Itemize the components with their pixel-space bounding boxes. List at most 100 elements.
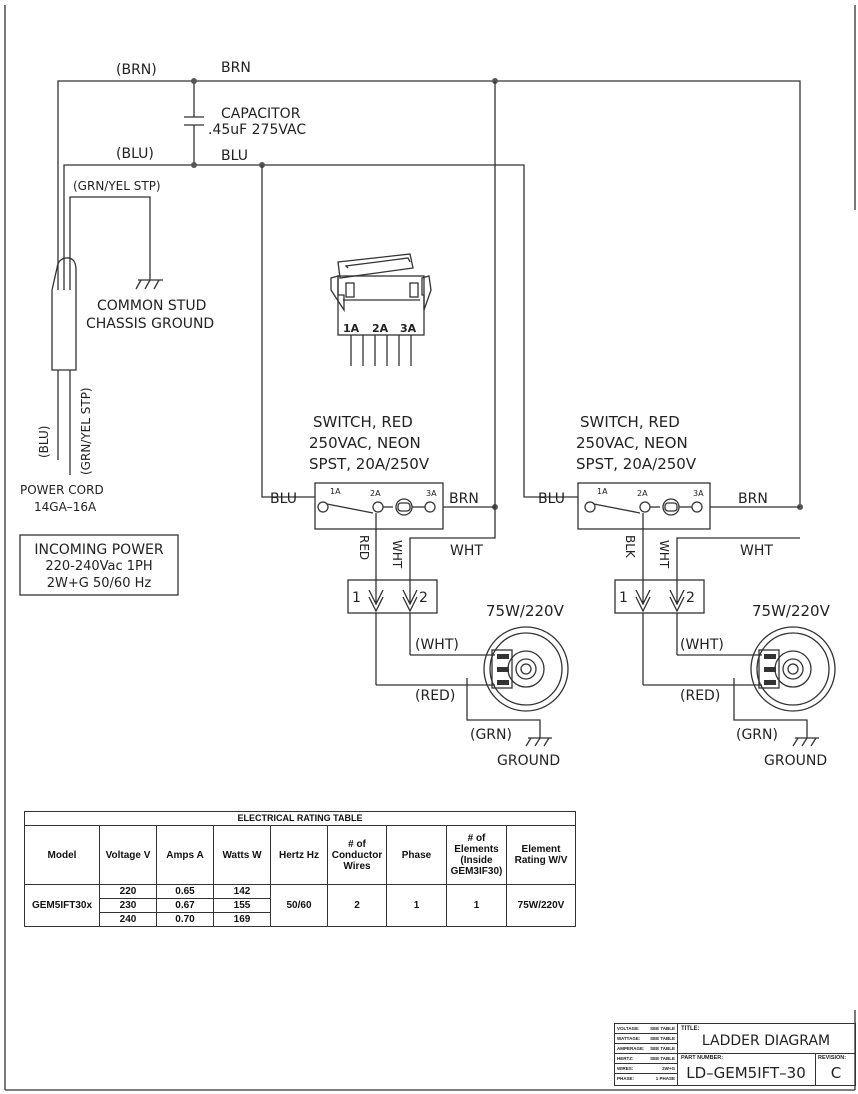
spec-row: PHASE: 1 PHASE [615,1074,677,1084]
title-block-specs: VOLTAGE: SEE TABLE WATTAGE: SEE TABLE AMPE… [615,1024,678,1085]
switch-1-line3: SPST, 20A/250V [309,455,430,473]
spec-value: 2W+G [662,1066,675,1072]
element-1-rating: 75W/220V [486,602,565,620]
rating-amps: 0.65 [156,884,214,899]
switch-1-line1: SWITCH, RED [313,413,413,431]
switch-1-in-label: BLU [270,491,297,507]
switch-1-wht-label: WHT [390,540,404,569]
chassis-ground-line2: CHASSIS GROUND [86,316,214,332]
branch-2-wiring [642,506,800,580]
rating-conductor-wires: 2 [327,884,387,927]
junction-dot [191,78,197,84]
spec-label: HERTZ: [617,1056,634,1062]
spec-label: PHASE: [617,1076,635,1082]
grn-yel-ground-wire [69,196,151,290]
rating-hertz: 50/60 [270,884,328,927]
spec-row: WATTAGE: SEE TABLE [615,1034,677,1045]
element-1-wht-label: (WHT) [415,637,459,653]
rating-table-title: ELECTRICAL RATING TABLE [24,811,576,826]
element-ground-symbol [792,737,819,747]
incoming-power-line1: INCOMING POWER [34,542,164,558]
switch-2-pin-2a: 2A [637,489,648,498]
element-2-rating: 75W/220V [752,602,831,620]
spec-label: AMPERAGE: [617,1046,645,1052]
rating-header-element-rating: Element Rating W/V [506,825,576,885]
revision-caption: REVISION: [818,1055,847,1061]
power-cord-line2: 14GA–16A [34,500,97,514]
connector-2 [614,579,808,738]
spec-row: AMPERAGE:SEE TABLE [615,1044,677,1055]
connector-1 [347,579,541,738]
spec-label: WIRES: [617,1066,634,1072]
incoming-power-line3: 2W+G 50/60 Hz [47,576,152,591]
spec-value: SEE TABLE [650,1036,675,1042]
rating-header-model: Model [24,825,100,885]
capacitor-rating: .45uF 275VAC [208,122,306,138]
spec-row: HERTZ: SEE TABLE [615,1054,677,1065]
heating-element-2 [750,626,836,712]
switch-1 [314,482,444,530]
chassis-ground-line1: COMMON STUD [97,298,206,314]
spec-value: 1 PHASE [655,1076,675,1082]
spec-row: WIRES: 2W+G [615,1064,677,1075]
switch-1-down-label: RED [357,535,371,560]
element-2-red-label: (RED) [680,688,720,704]
connector-2-pin2: 2 [686,590,695,606]
element-1-red-label: (RED) [415,688,455,704]
switch-diagram-pin-3a: 3A [400,322,417,335]
connector-1-pin2: 2 [419,590,428,606]
brn-paren-label: (BRN) [116,62,157,78]
rating-watts: 169 [213,912,271,927]
chassis-ground-symbol [135,279,163,290]
spec-value: SEE TABLE [650,1056,675,1062]
rating-voltage: 240 [99,912,157,927]
switch-2-pin-1a: 1A [597,487,608,496]
switch-1-pin-3a: 3A [426,489,437,498]
capacitor-symbol [184,81,204,165]
revision-box: REVISION: C [815,1053,856,1085]
switch-1-wht-right-label: WHT [450,543,483,559]
rating-watts: 155 [213,898,271,913]
connector-1-pin1: 1 [352,590,361,606]
rating-header-voltage: Voltage V [99,825,157,885]
cord-grn-yel-label: (GRN/YEL STP) [79,387,93,475]
incoming-power-box [19,534,179,596]
rating-amps: 0.67 [156,898,214,913]
element-2-ground-label: GROUND [764,753,827,769]
capacitor-label: CAPACITOR [221,106,301,122]
switch-2-out-label: BRN [738,491,768,507]
revision: C [830,1064,842,1082]
element-ground-symbol [525,737,552,747]
switch-2-wht-right-label: WHT [740,543,773,559]
drawing-title: LADDER DIAGRAM [701,1033,831,1049]
cord-blu-label: (BLU) [37,426,51,458]
switch-2-line2: 250VAC, NEON [576,434,688,452]
electrical-rating-table: ELECTRICAL RATING TABLE Model Voltage V … [24,811,576,927]
switch-1-line2: 250VAC, NEON [309,434,421,452]
switch-2-pin-3a: 3A [693,489,704,498]
rating-voltage: 230 [99,898,157,913]
table-row: 230 0.67 155 [25,898,576,913]
power-cord-sheath [51,257,77,475]
switch-diagram [330,253,432,366]
element-1-ground-label: GROUND [497,753,560,769]
spec-value: SEE TABLE [650,1026,675,1031]
heating-element-1 [483,626,569,712]
junction-dot [191,162,197,168]
spec-label: WATTAGE: [617,1036,641,1042]
rating-model: GEM5IFT30x [24,884,100,927]
switch-2-down-label: BLK [623,535,637,559]
rating-watts: 142 [213,884,271,899]
element-2-wht-label: (WHT) [680,637,724,653]
rating-header-conductor-wires: # of Conductor Wires [327,825,387,885]
connector-2-pin1: 1 [619,590,628,606]
rating-elements: 1 [446,884,507,927]
spec-label: VOLTAGE: [617,1026,640,1031]
switch-1-pin-1a: 1A [330,487,341,496]
switch-2 [577,482,711,530]
brn-label: BRN [221,60,251,76]
title-block: VOLTAGE: SEE TABLE WATTAGE: SEE TABLE AMPE… [614,1023,856,1086]
element-2-grn-label: (GRN) [736,727,778,743]
rating-header-watts: Watts W [213,825,271,885]
table-row: GEM5IFT30x 220 0.65 142 50/60 2 1 1 75W/… [24,884,576,927]
